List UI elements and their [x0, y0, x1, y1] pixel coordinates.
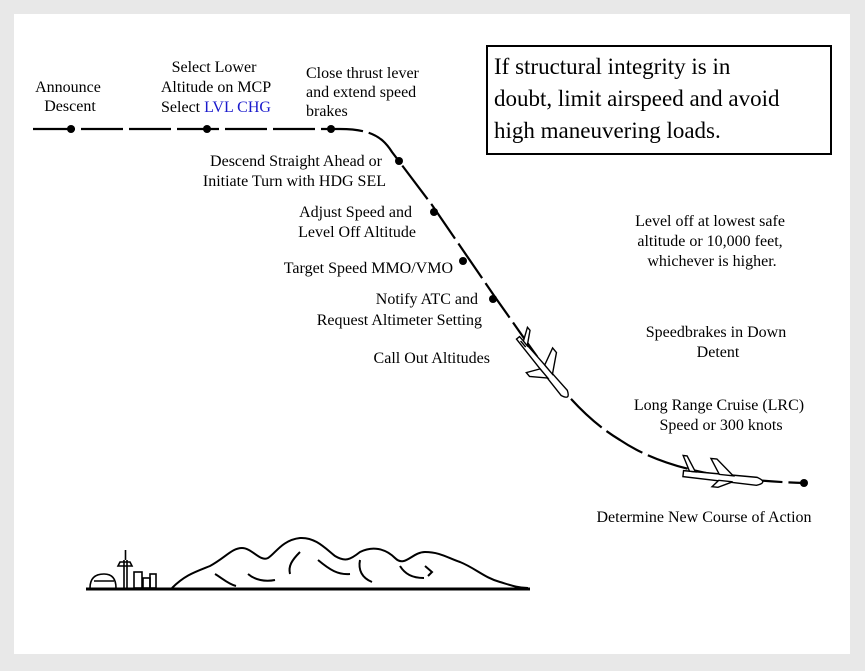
caution-note-text: If structural integrity is in doubt, lim…: [494, 54, 785, 143]
step-select-lvl-chg: Select LVL CHG: [161, 99, 271, 116]
step-close-thrust-lever: Close thrust lever and extend speed brak…: [306, 65, 423, 120]
descent-path: [33, 127, 806, 485]
step-call-out-altitudes: Call Out Altitudes: [374, 350, 490, 367]
step-level-off: Level off at lowest safe altitude or 10,…: [635, 213, 789, 270]
waypoint-dot: [430, 208, 438, 216]
aircraft-icon: [682, 454, 764, 489]
step-determine-course: Determine New Course of Action: [596, 509, 811, 526]
step-descend-straight: Descend Straight Ahead or Initiate Turn …: [203, 153, 386, 190]
step-notify-atc: Notify ATC and Request Altimeter Setting: [317, 291, 482, 329]
waypoint-dots: [67, 125, 808, 487]
waypoint-dot: [203, 125, 211, 133]
waypoint-dot: [327, 125, 335, 133]
caution-note-box: [486, 45, 832, 155]
waypoint-dot: [489, 295, 497, 303]
step-speedbrakes: Speedbrakes in Down Detent: [646, 324, 790, 361]
waypoint-dot: [459, 257, 467, 265]
aircraft-icon: [515, 325, 569, 398]
city-skyline-icon: [89, 550, 157, 589]
mountains-icon: [171, 536, 529, 589]
step-announce-descent: Announce Descent: [35, 79, 105, 115]
step-long-range-cruise: Long Range Cruise (LRC) Speed or 300 kno…: [634, 397, 808, 434]
lvl-chg-mode: LVL CHG: [204, 99, 271, 116]
waypoint-dot: [800, 479, 808, 487]
waypoint-dot: [67, 125, 75, 133]
step-select-lower-altitude: Select Lower Altitude on MCP: [161, 59, 271, 96]
step-target-speed: Target Speed MMO/VMO: [284, 260, 453, 277]
step-adjust-speed: Adjust Speed and Level Off Altitude: [298, 204, 416, 241]
waypoint-dot: [395, 157, 403, 165]
